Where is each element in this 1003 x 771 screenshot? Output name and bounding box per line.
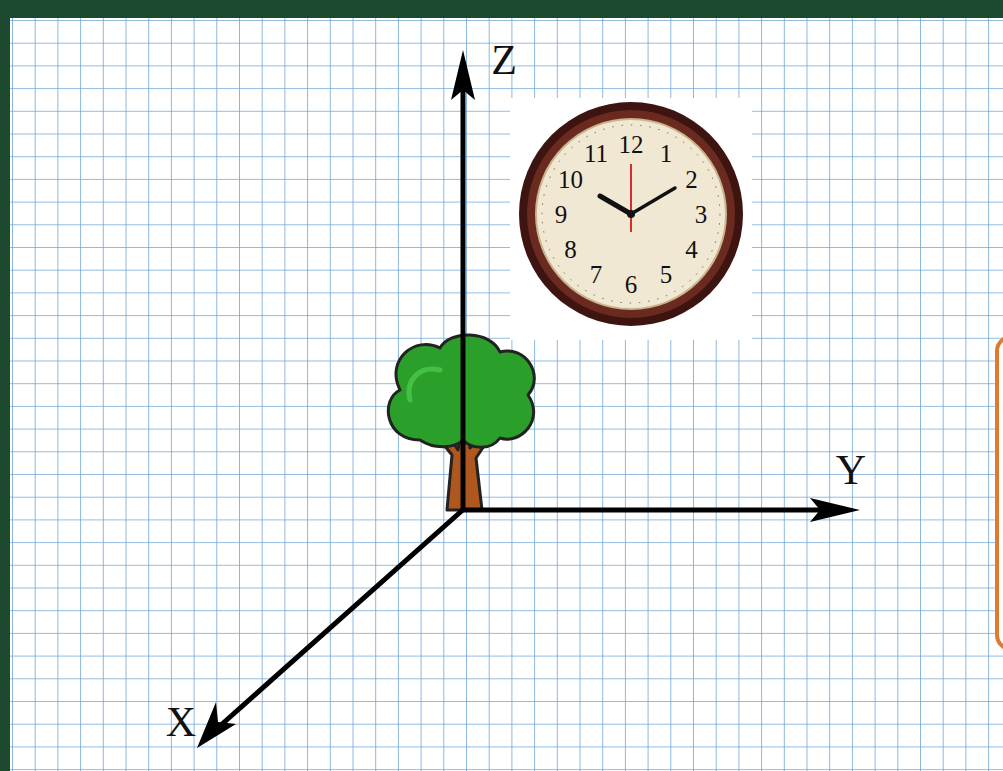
clock-numeral: 8 bbox=[564, 237, 577, 262]
clock-numeral: 2 bbox=[685, 167, 698, 192]
clock-picture bbox=[510, 98, 752, 340]
clock-numeral: 1 bbox=[660, 141, 673, 166]
clock-numeral: 11 bbox=[584, 141, 608, 166]
clock-numeral: 9 bbox=[555, 202, 568, 227]
grid-lines bbox=[10, 18, 1003, 771]
clock-numeral: 6 bbox=[625, 272, 638, 297]
clock-numeral: 10 bbox=[558, 167, 583, 192]
graph-paper bbox=[10, 18, 1003, 771]
note-box-edge bbox=[997, 337, 1003, 649]
axis-label: Y bbox=[836, 449, 866, 491]
clock-numeral: 3 bbox=[695, 202, 708, 227]
axis-label: X bbox=[166, 701, 196, 743]
clock-numeral: 12 bbox=[619, 132, 644, 157]
clock-numeral: 7 bbox=[590, 262, 603, 287]
axis-arrowheads bbox=[197, 50, 860, 748]
axis-label: Z bbox=[491, 39, 517, 81]
clock-numeral: 5 bbox=[660, 262, 673, 287]
clock-numeral: 4 bbox=[685, 237, 698, 262]
coordinate-axes bbox=[212, 70, 840, 733]
